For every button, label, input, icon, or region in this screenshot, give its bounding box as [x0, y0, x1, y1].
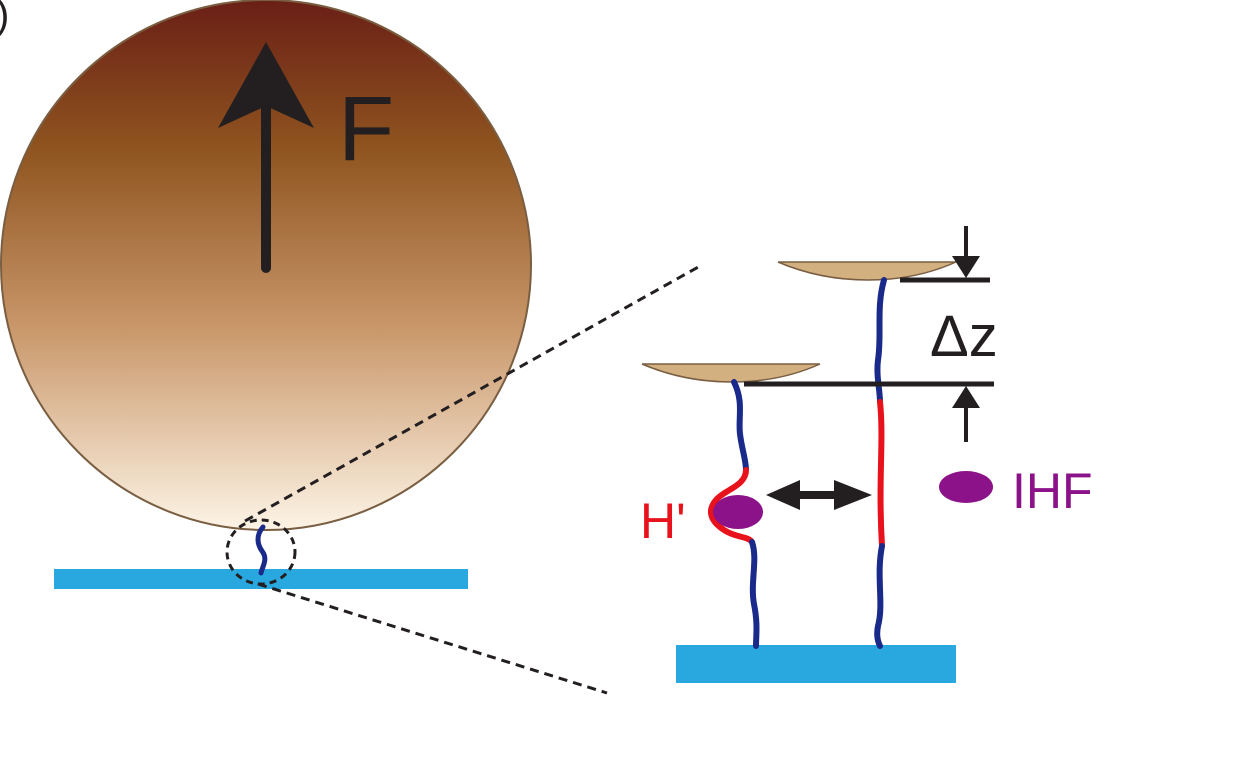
- delta-z-indicator: [744, 226, 994, 442]
- dna-extended: [874, 277, 887, 649]
- ihf-label: IHF: [1012, 463, 1093, 519]
- delta-z-label: Δz: [930, 304, 998, 369]
- zoom-guide-lines: [244, 264, 701, 695]
- bead-cap-upper: [777, 261, 957, 281]
- force-arrow: [218, 42, 314, 273]
- dna-bent: [707, 379, 760, 649]
- h-prime-label: H': [640, 493, 686, 549]
- surface-right: [676, 645, 956, 683]
- bead-cap-lower: [641, 363, 821, 383]
- surface-left: [54, 569, 468, 589]
- force-label: F: [338, 78, 394, 180]
- ihf-protein-free: [939, 471, 993, 503]
- dna-tether-small: [255, 524, 268, 576]
- transition-arrow: [766, 480, 872, 510]
- panel-mark: ): [0, 0, 9, 37]
- ihf-protein-bound: [713, 495, 763, 529]
